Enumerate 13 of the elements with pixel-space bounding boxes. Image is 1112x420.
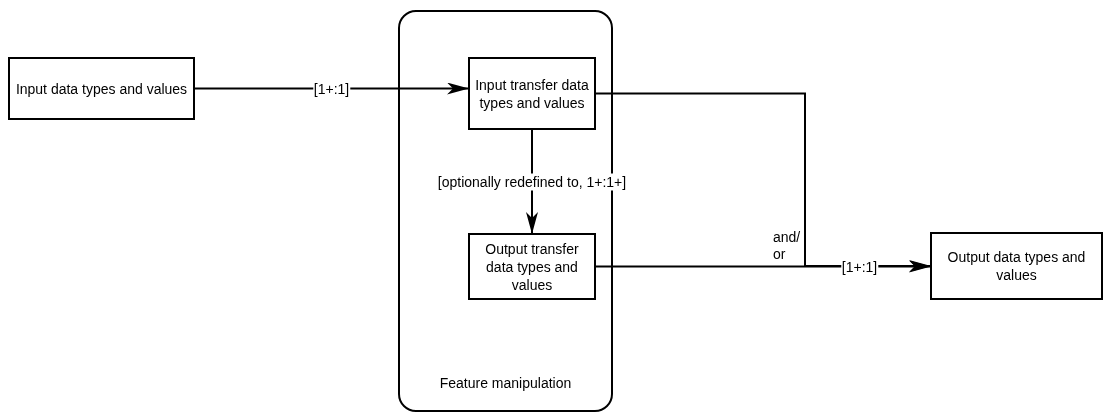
process-box xyxy=(8,57,195,120)
process-box xyxy=(468,57,596,130)
edge-label: [1+:1] xyxy=(312,80,351,97)
node-label: Output data types and values xyxy=(946,248,1087,284)
node-label: Output transfer data types and values xyxy=(484,239,580,294)
process-box xyxy=(930,232,1103,300)
edge-label: [1+:1] xyxy=(840,258,879,275)
group-title: Feature manipulation xyxy=(439,374,572,392)
process-box xyxy=(468,233,596,300)
node-label: Input data types and values xyxy=(15,79,188,98)
edge-label: [optionally redefined to, 1+:1+] xyxy=(436,173,628,190)
arrow xyxy=(595,260,931,273)
node-label: Input transfer data types and values xyxy=(474,75,590,112)
